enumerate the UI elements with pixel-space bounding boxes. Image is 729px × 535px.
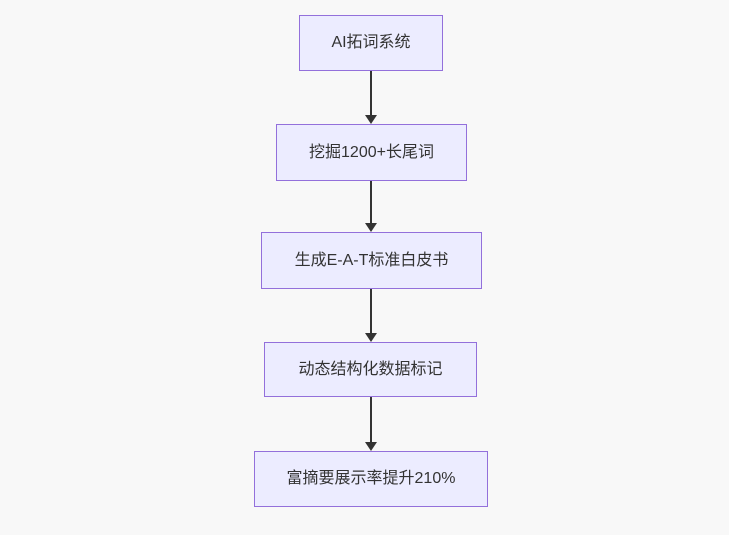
arrow-line: [370, 397, 372, 445]
arrowhead-down-icon: [365, 442, 377, 451]
arrow-line: [370, 289, 372, 336]
flow-arrow-1: [365, 71, 377, 124]
flow-node-structured-data-markup: 动态结构化数据标记: [264, 342, 477, 397]
flow-arrow-3: [365, 289, 377, 342]
flow-arrow-4: [365, 397, 377, 451]
flow-node-ai-keyword-system: AI拓词系统: [299, 15, 443, 71]
arrow-line: [370, 71, 372, 118]
arrowhead-down-icon: [365, 223, 377, 232]
flow-node-label: AI拓词系统: [331, 34, 411, 52]
flow-node-label: 富摘要展示率提升210%: [286, 470, 456, 488]
flow-node-rich-snippet-result: 富摘要展示率提升210%: [254, 451, 488, 507]
flow-node-eat-whitepaper: 生成E-A-T标准白皮书: [261, 232, 482, 289]
flow-node-label: 动态结构化数据标记: [298, 360, 443, 378]
arrow-line: [370, 181, 372, 226]
flow-arrow-2: [365, 181, 377, 232]
arrowhead-down-icon: [365, 115, 377, 124]
arrowhead-down-icon: [365, 333, 377, 342]
flow-node-longtail-mining: 挖掘1200+长尾词: [276, 124, 467, 181]
flow-node-label: 挖掘1200+长尾词: [309, 143, 434, 161]
flow-node-label: 生成E-A-T标准白皮书: [294, 251, 449, 269]
